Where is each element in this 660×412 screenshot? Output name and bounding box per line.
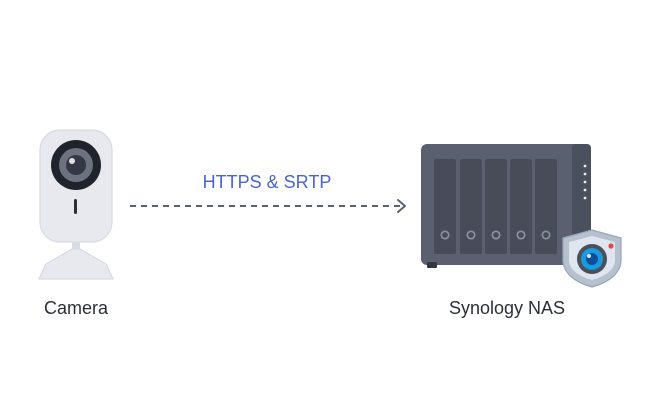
nas-label: Synology NAS — [448, 298, 566, 318]
drive-bay-4 — [510, 159, 532, 254]
connection-arrow — [130, 199, 406, 213]
drive-bay-2 — [460, 159, 482, 254]
drive-bay-3 — [485, 159, 507, 254]
surveillance-shield-icon — [562, 229, 622, 288]
camera-icon — [38, 129, 114, 280]
drive-bay-1 — [434, 159, 456, 254]
camera-label: Camera — [43, 298, 109, 318]
drive-bay-5 — [535, 159, 557, 254]
connection-label: HTTPS & SRTP — [202, 172, 332, 192]
